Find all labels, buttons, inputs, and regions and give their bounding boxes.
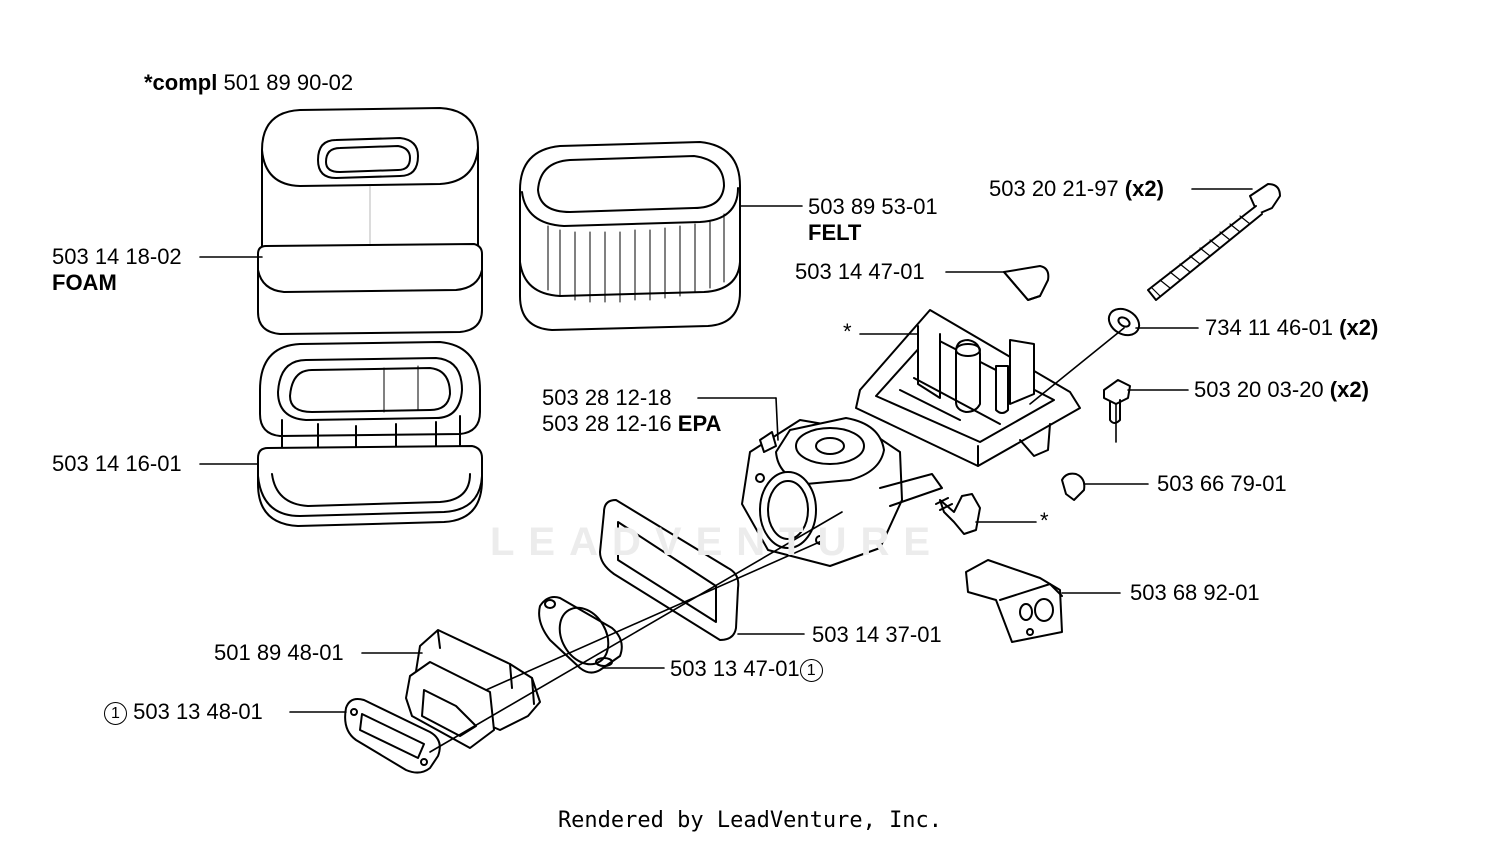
plug-drawing	[1061, 472, 1086, 501]
valve-label: 503 68 92-01	[1130, 580, 1260, 605]
intake-adapter-label: 501 89 48-01	[214, 640, 344, 665]
pad-drawing	[1003, 265, 1050, 301]
foam-filter-drawing	[257, 107, 483, 335]
screw-drawing	[1147, 183, 1281, 301]
screw-number: 503 20 21-97	[989, 176, 1119, 201]
pad-label: 503 14 47-01	[795, 259, 925, 284]
airbox-asterisk: *	[843, 319, 852, 344]
filter-holder-drawing	[257, 341, 483, 527]
plug-label: 503 66 79-01	[1157, 471, 1287, 496]
gasket-ring-drawing	[538, 596, 623, 674]
felt-filter-label: 503 89 53-01 FELT	[808, 194, 938, 246]
foam-filter-name: FOAM	[52, 270, 117, 295]
foam-filter-label: 503 14 18-02 FOAM	[52, 244, 182, 296]
footer-credit: Rendered by LeadVenture, Inc.	[557, 808, 943, 833]
felt-filter-name: FELT	[808, 220, 862, 245]
bolt-qty: (x2)	[1329, 377, 1369, 402]
adapter-gasket-drawing	[344, 698, 441, 774]
adapter-gasket-ref: 1	[104, 702, 127, 725]
compl-prefix: *compl	[144, 70, 218, 95]
screw-qty: (x2)	[1124, 176, 1164, 201]
washer-drawing	[1107, 307, 1141, 337]
gasket-ring-number: 503 13 47-01	[670, 656, 800, 681]
carburetor-alt-tag: EPA	[677, 411, 722, 436]
carburetor-drawing	[741, 417, 943, 567]
watermark: LEADVENTURE	[490, 520, 945, 564]
washer-qty: (x2)	[1339, 315, 1379, 340]
adapter-gasket-number: 503 13 48-01	[133, 699, 263, 724]
nipple-asterisk: *	[1040, 508, 1049, 533]
intake-gasket-drawing	[599, 499, 740, 641]
filter-holder-label: 503 14 16-01	[52, 451, 182, 476]
gasket-ring-ref: 1	[799, 659, 823, 682]
carburetor-label: 503 28 12-18 503 28 12-16 EPA	[542, 385, 721, 437]
carburetor-number: 503 28 12-18	[542, 385, 672, 410]
nipple-drawing	[935, 493, 981, 535]
bolt-number: 503 20 03-20	[1194, 377, 1324, 402]
bolt-label: 503 20 03-20 (x2)	[1194, 377, 1369, 403]
felt-filter-number: 503 89 53-01	[808, 194, 938, 219]
airbox-base-drawing	[855, 309, 1081, 467]
washer-label: 734 11 46-01 (x2)	[1205, 315, 1378, 341]
valve-drawing	[965, 559, 1063, 643]
bolt-drawing	[1103, 379, 1131, 424]
leader-lines	[199, 188, 1253, 753]
adapter-gasket-label: 1 503 13 48-01	[104, 699, 263, 725]
foam-filter-number: 503 14 18-02	[52, 244, 182, 269]
felt-filter-drawing	[519, 141, 741, 331]
intake-gasket-label: 503 14 37-01	[812, 622, 942, 647]
compl-part-number: 501 89 90-02	[223, 70, 354, 95]
carburetor-alt: 503 28 12-16 EPA	[542, 411, 721, 437]
intake-adapter-drawing	[405, 629, 541, 749]
washer-number: 734 11 46-01	[1205, 315, 1334, 340]
carburetor-alt-number: 503 28 12-16	[542, 411, 672, 436]
screw-label: 503 20 21-97 (x2)	[989, 176, 1164, 202]
compl-label: *compl 501 89 90-02	[144, 70, 353, 96]
